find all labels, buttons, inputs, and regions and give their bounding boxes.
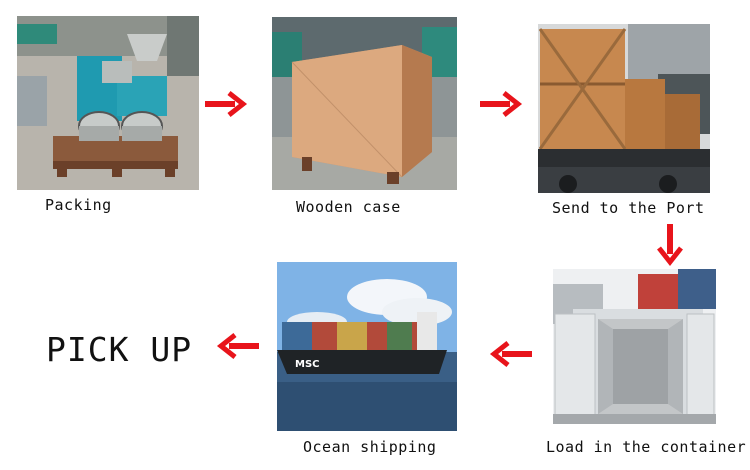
caption-load-container: Load in the container	[546, 438, 747, 456]
photo-send-to-port	[538, 24, 710, 193]
caption-send-to-port: Send to the Port	[552, 199, 705, 217]
final-step-label: PICK UP	[46, 330, 193, 369]
photo-packing	[17, 16, 199, 190]
arrow-right-icon	[205, 90, 249, 118]
arrow-right-icon	[480, 90, 524, 118]
arrow-left-icon	[488, 340, 532, 368]
caption-ocean-shipping: Ocean shipping	[303, 438, 437, 456]
caption-packing: Packing	[45, 196, 112, 214]
arrow-left-icon	[215, 332, 259, 360]
photo-wooden-case	[272, 17, 457, 190]
ship-label: MSC	[295, 359, 320, 370]
photo-load-container	[553, 269, 716, 424]
arrow-down-icon	[656, 224, 684, 268]
caption-wooden-case: Wooden case	[296, 198, 401, 216]
photo-ocean-shipping: MSC	[277, 262, 457, 431]
